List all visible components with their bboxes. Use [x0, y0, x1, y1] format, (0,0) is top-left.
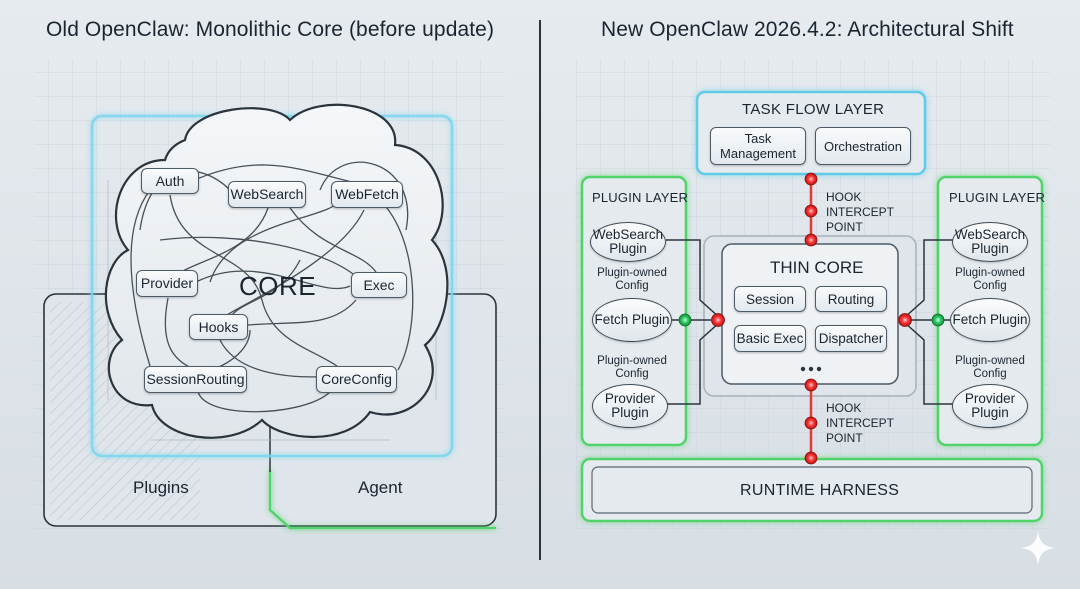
websearch-node: WebSearch — [228, 181, 306, 208]
webfetch-node: WebFetch — [331, 181, 403, 208]
right-title: New OpenClaw 2026.4.2: Architectural Shi… — [601, 18, 1014, 41]
sparkle-icon — [1020, 530, 1056, 566]
coreconfig-node: CoreConfig — [316, 366, 397, 393]
hook-intercept-top-label: HOOK INTERCEPT POINT — [826, 190, 894, 234]
hook-intercept-bottom-label: HOOK INTERCEPT POINT — [826, 401, 894, 445]
hooks-node: Hooks — [189, 314, 248, 340]
session-node: Session — [734, 286, 806, 312]
task-flow-title: TASK FLOW LAYER — [742, 101, 885, 118]
plugin-layer-left-title: PLUGIN LAYER — [592, 190, 689, 205]
plugin-config-left-2: Plugin-owned Config — [597, 355, 667, 380]
routing-node: Routing — [815, 286, 887, 312]
left-title: Old OpenClaw: Monolithic Core (before up… — [46, 18, 495, 41]
sessionrouting-node: SessionRouting — [144, 366, 247, 393]
dispatcher-node: Dispatcher — [815, 325, 887, 352]
websearch-plugin-left: WebSearch Plugin — [590, 222, 666, 262]
plugin-layer-right-title: PLUGIN LAYER — [949, 190, 1046, 205]
auth-node: Auth — [141, 168, 199, 194]
thin-core-title: THIN CORE — [770, 258, 864, 277]
plugin-config-right-2: Plugin-owned Config — [955, 355, 1025, 380]
core-label: CORE — [239, 271, 317, 301]
fetch-plugin-right: Fetch Plugin — [950, 298, 1030, 342]
plugin-config-left-1: Plugin-owned Config — [597, 267, 667, 292]
orchestration-node: Orchestration — [815, 127, 911, 165]
provider-plugin-left: Provider Plugin — [592, 384, 668, 428]
runtime-harness-label: RUNTIME HARNESS — [740, 482, 900, 499]
exec-node: Exec — [351, 272, 407, 298]
task-management-node: Task Management — [710, 127, 806, 165]
fetch-plugin-left: Fetch Plugin — [592, 298, 672, 342]
provider-plugin-right: Provider Plugin — [952, 384, 1028, 428]
websearch-plugin-right: WebSearch Plugin — [952, 222, 1028, 262]
agent-label: Agent — [358, 478, 403, 497]
plugins-label: Plugins — [133, 478, 189, 497]
basic-exec-node: Basic Exec — [734, 325, 806, 352]
plugin-config-right-1: Plugin-owned Config — [955, 267, 1025, 292]
provider-node: Provider — [136, 270, 198, 297]
